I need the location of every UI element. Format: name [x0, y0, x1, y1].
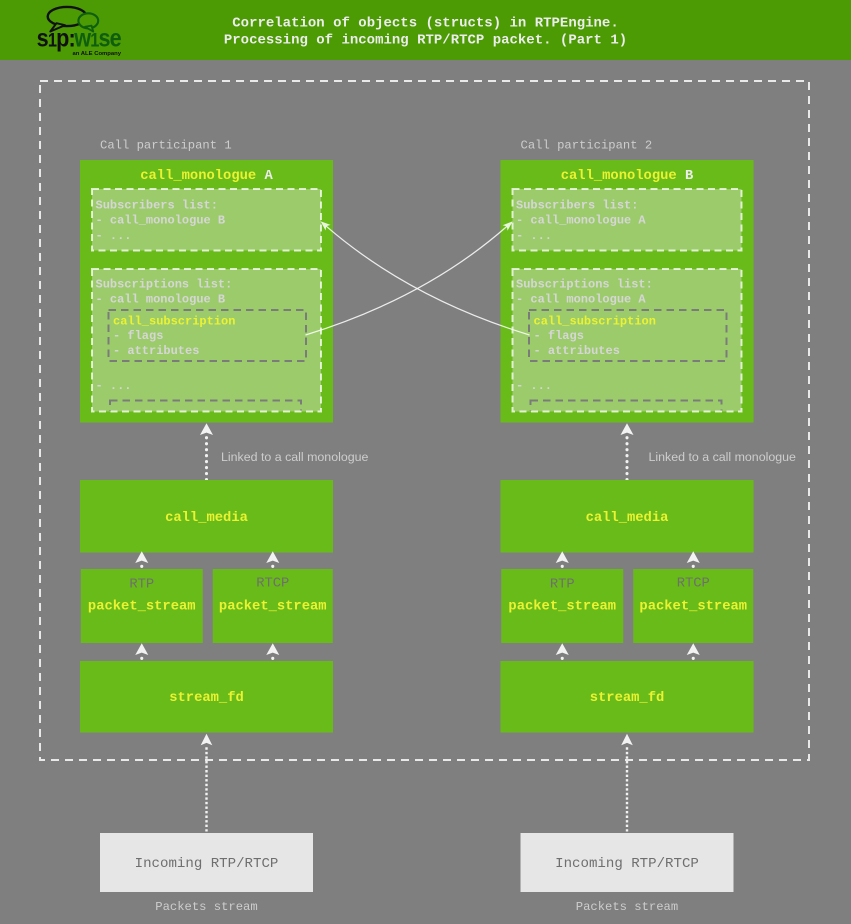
svg-text:RTCP: RTCP	[677, 576, 710, 591]
svg-text:- flags: - flags	[534, 329, 584, 343]
svg-text:- call_monologue A: - call_monologue A	[516, 214, 646, 228]
svg-text:- ...: - ...	[96, 379, 132, 393]
svg-text:- attributes: - attributes	[113, 344, 199, 358]
svg-text:Packets stream: Packets stream	[576, 900, 678, 914]
svg-text:packet_stream: packet_stream	[639, 599, 747, 615]
svg-text:- call monologue A: - call monologue A	[516, 292, 646, 306]
svg-text:call_subscription: call_subscription	[113, 314, 235, 328]
svg-text:RTCP: RTCP	[256, 576, 289, 591]
svg-text:an ALE Company: an ALE Company	[73, 51, 122, 57]
svg-text:RTP: RTP	[129, 578, 154, 593]
svg-text:stream_fd: stream_fd	[590, 690, 665, 706]
svg-text:Subscriptions list:: Subscriptions list:	[516, 278, 653, 292]
svg-text:Subscribers list:: Subscribers list:	[516, 198, 638, 212]
svg-text:packet_stream: packet_stream	[88, 599, 196, 615]
svg-text:call_media: call_media	[586, 510, 669, 526]
svg-text:- attributes: - attributes	[534, 344, 620, 358]
svg-text:- call_monologue B: - call_monologue B	[96, 214, 226, 228]
svg-text:- ...: - ...	[96, 229, 132, 243]
svg-text:Incoming RTP/RTCP: Incoming RTP/RTCP	[135, 856, 279, 872]
svg-text:Packets stream: Packets stream	[155, 900, 257, 914]
svg-text:call_monologue B: call_monologue B	[561, 168, 693, 184]
svg-text:Call participant 1: Call participant 1	[100, 138, 232, 152]
svg-text:RTP: RTP	[550, 578, 575, 593]
svg-text:w1se: w1se	[73, 24, 121, 52]
svg-text:Processing of incoming RTP/RTC: Processing of incoming RTP/RTCP packet. …	[224, 32, 627, 48]
svg-text:Subscriptions list:: Subscriptions list:	[96, 278, 233, 292]
svg-text:Linked to a call monologue: Linked to a call monologue	[649, 450, 797, 464]
svg-text:packet_stream: packet_stream	[219, 599, 327, 615]
svg-text:s1p:: s1p:	[37, 24, 75, 52]
svg-text:- ...: - ...	[516, 229, 552, 243]
svg-text:- ...: - ...	[516, 379, 552, 393]
svg-text:call_monologue A: call_monologue A	[140, 168, 273, 184]
svg-text:call_subscription: call_subscription	[534, 314, 656, 328]
svg-text:Call participant 2: Call participant 2	[521, 138, 653, 152]
svg-text:Correlation of objects (struct: Correlation of objects (structs) in RTPE…	[232, 15, 618, 31]
svg-text:- flags: - flags	[113, 329, 163, 343]
svg-text:- call monologue B: - call monologue B	[96, 292, 226, 306]
svg-text:stream_fd: stream_fd	[169, 690, 244, 706]
svg-text:Incoming RTP/RTCP: Incoming RTP/RTCP	[555, 856, 699, 872]
svg-text:Linked to a call monologue: Linked to a call monologue	[221, 450, 369, 464]
svg-text:Subscribers list:: Subscribers list:	[96, 198, 218, 212]
svg-text:packet_stream: packet_stream	[508, 599, 616, 615]
svg-text:call_media: call_media	[165, 510, 248, 526]
